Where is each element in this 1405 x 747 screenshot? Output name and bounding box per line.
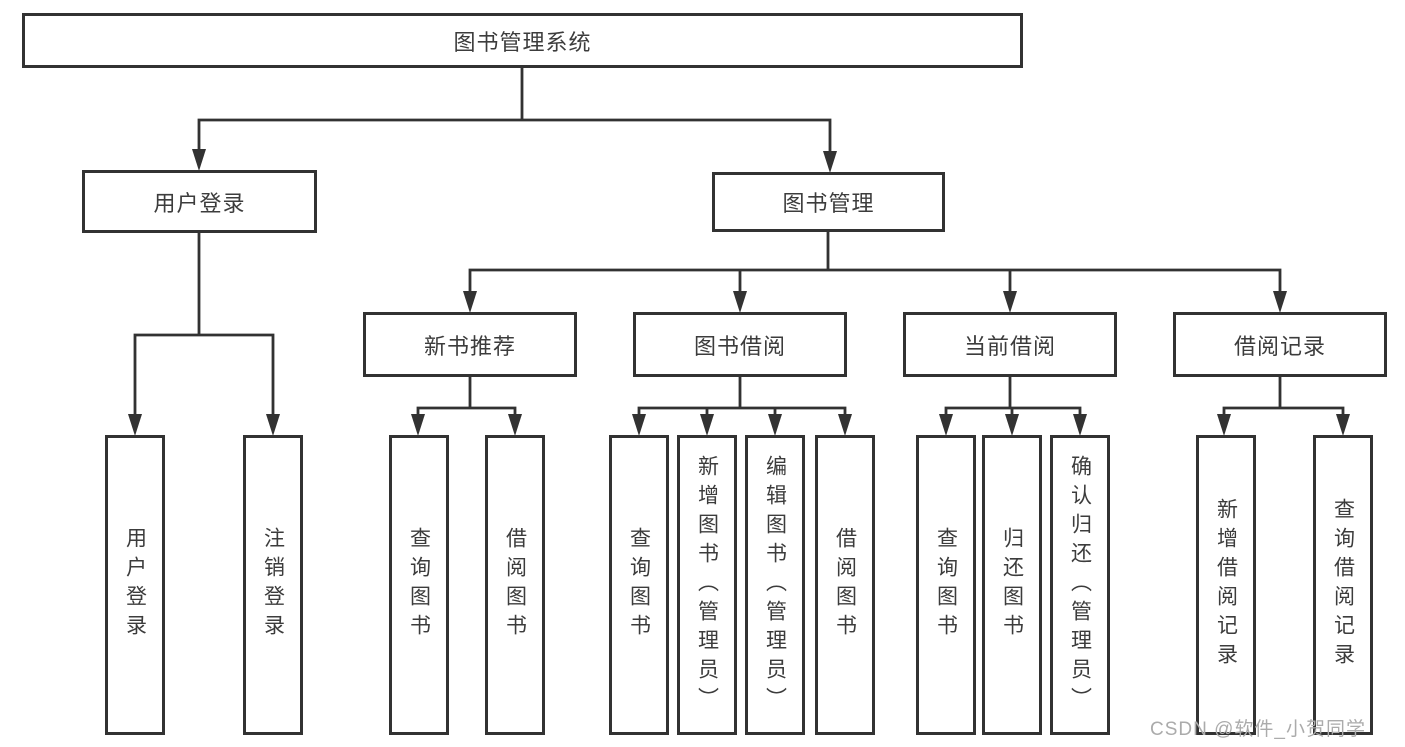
connector-records-to-leaves: [1222, 377, 1345, 417]
csdn-watermark: CSDN @软件_小贺同学: [1150, 719, 1366, 740]
leaf-borrow-books: 借阅图书: [815, 435, 875, 735]
node-borrow-records: 借阅记录: [1173, 312, 1387, 377]
leaf-add-borrow-record: 新增借阅记录: [1196, 435, 1256, 735]
connector-mgmt-to-level3: [468, 232, 1282, 294]
leaf-query-books-recommend: 查询图书: [389, 435, 449, 735]
leaf-confirm-return-admin: 确认归还（管理员）: [1050, 435, 1110, 735]
leaf-query-books-current: 查询图书: [916, 435, 976, 735]
connector-root-to-level2: [197, 68, 832, 152]
node-new-book-recommend: 新书推荐: [363, 312, 577, 377]
leaf-logout: 注销登录: [243, 435, 303, 735]
leaf-edit-book-admin: 编辑图书（管理员）: [745, 435, 805, 735]
connector-current-to-leaves: [944, 377, 1082, 417]
node-library-system: 图书管理系统: [22, 13, 1023, 68]
node-book-management: 图书管理: [712, 172, 945, 232]
leaf-add-book-admin: 新增图书（管理员）: [677, 435, 737, 735]
leaf-query-books-borrow: 查询图书: [609, 435, 669, 735]
node-current-borrow: 当前借阅: [903, 312, 1117, 377]
connector-login-to-leaves: [133, 233, 275, 417]
leaf-return-book: 归还图书: [982, 435, 1042, 735]
node-user-login: 用户登录: [82, 170, 317, 233]
leaf-query-borrow-record: 查询借阅记录: [1313, 435, 1373, 735]
connector-recommend-to-leaves: [416, 377, 517, 417]
connector-borrow-to-leaves: [637, 377, 847, 417]
leaf-user-login: 用户登录: [105, 435, 165, 735]
leaf-borrow-books-recommend: 借阅图书: [485, 435, 545, 735]
node-book-borrow: 图书借阅: [633, 312, 847, 377]
